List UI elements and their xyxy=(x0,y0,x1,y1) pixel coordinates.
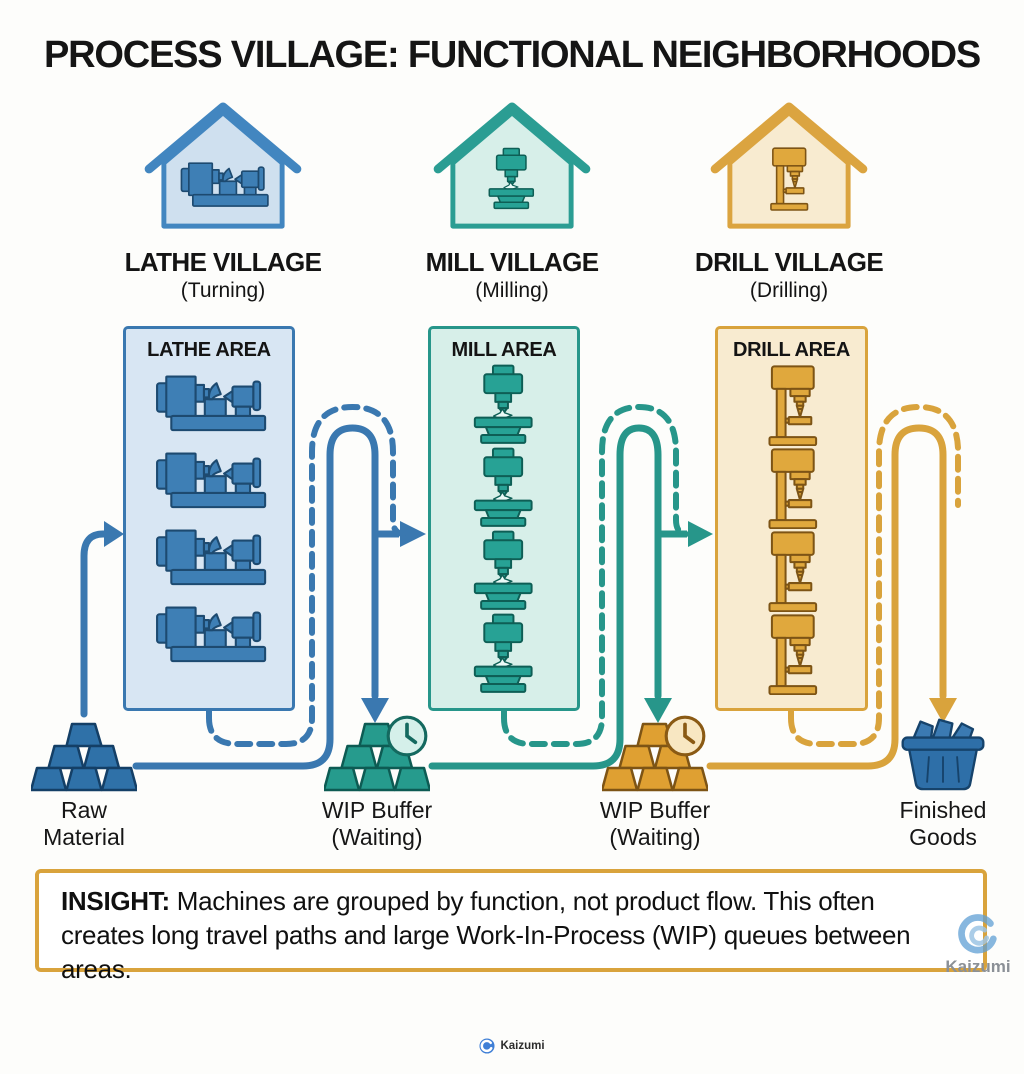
wip-buffer-1-item: WIP Buffer (Waiting) xyxy=(295,715,459,850)
raw-material-ingots-icon xyxy=(31,722,137,792)
insight-prefix: INSIGHT: xyxy=(61,886,170,916)
footer-brand: Kaizumi xyxy=(500,1040,545,1052)
wip-buffer-1-label: WIP Buffer (Waiting) xyxy=(321,797,433,850)
mill-machine-icon xyxy=(473,530,533,610)
watermark-brand: Kaizumi xyxy=(945,957,1011,976)
footer-logo-icon xyxy=(479,1038,495,1054)
mill-machine-icon xyxy=(473,364,533,444)
lathe-area-label: LATHE AREA xyxy=(147,339,271,361)
village-drill: DRILL VILLAGE (Drilling) xyxy=(669,100,909,303)
village-drill-subtitle: (Drilling) xyxy=(749,279,829,302)
raw-material-item: Raw Material xyxy=(2,716,166,850)
clock-icon xyxy=(386,715,428,757)
mill-machine-icon xyxy=(473,613,533,693)
lathe-machine-icon xyxy=(156,529,267,586)
wip-buffer-2-item: WIP Buffer (Waiting) xyxy=(573,715,737,850)
drill-machines xyxy=(718,364,865,695)
finished-goods-item: Finished Goods xyxy=(861,716,1024,850)
village-lathe: LATHE VILLAGE (Turning) xyxy=(103,100,343,303)
finished-goods-label: Finished Goods xyxy=(899,797,987,850)
village-drill-name: DRILL VILLAGE xyxy=(694,247,884,277)
lathe-machine-icon xyxy=(156,606,267,663)
drill-machine-icon xyxy=(767,614,817,695)
arrow-into-drill-icon xyxy=(688,521,713,547)
arrow-into-mill-icon xyxy=(400,521,426,547)
insight-box: INSIGHT: Machines are grouped by functio… xyxy=(35,869,987,984)
mill-machines xyxy=(431,364,577,695)
flow-raw-to-lathe xyxy=(80,530,108,718)
finished-goods-basket-icon xyxy=(901,718,985,791)
village-lathe-subtitle: (Turning) xyxy=(180,279,266,302)
footer: Kaizumi xyxy=(0,1038,1024,1054)
drill-machine-icon xyxy=(767,365,817,446)
lathe-house-icon xyxy=(139,100,307,234)
mill-machine-icon xyxy=(473,447,533,527)
drill-area-box: DRILL AREA xyxy=(715,326,868,711)
village-mill: MILL VILLAGE (Milling) xyxy=(392,100,632,303)
lathe-machines xyxy=(126,369,292,667)
lathe-machine-icon xyxy=(156,452,267,509)
raw-material-label: Raw Material xyxy=(43,797,125,850)
watermark: Kaizumi xyxy=(926,912,1024,977)
village-mill-name: MILL VILLAGE xyxy=(425,247,599,277)
insight-line-2: creates long travel paths and large Work… xyxy=(61,919,911,984)
mill-area-label: MILL AREA xyxy=(451,339,557,361)
page-title: PROCESS VILLAGE: FUNCTIONAL NEIGHBORHOOD… xyxy=(43,34,981,76)
village-lathe-name: LATHE VILLAGE xyxy=(124,247,322,277)
wip-buffer-2-label: WIP Buffer (Waiting) xyxy=(599,797,711,850)
drill-house-icon xyxy=(705,100,873,234)
arrow-into-lathe-icon xyxy=(104,521,124,547)
watermark-logo-icon xyxy=(958,914,997,954)
village-mill-subtitle: (Milling) xyxy=(475,279,549,302)
mill-area-box: MILL AREA xyxy=(428,326,580,711)
lathe-area-box: LATHE AREA xyxy=(123,326,295,711)
mill-house-icon xyxy=(428,100,596,234)
insight-line-1: INSIGHT: Machines are grouped by functio… xyxy=(61,886,875,916)
clock-icon xyxy=(664,715,706,757)
drill-area-label: DRILL AREA xyxy=(732,339,850,361)
lathe-machine-icon xyxy=(156,375,267,432)
drill-machine-icon xyxy=(767,531,817,612)
drill-machine-icon xyxy=(767,448,817,529)
